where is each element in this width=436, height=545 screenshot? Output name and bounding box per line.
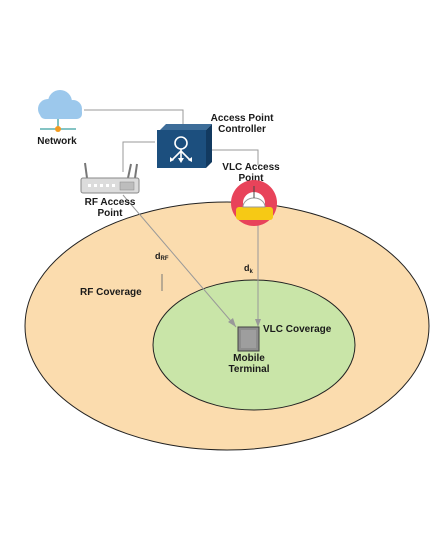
d-k-arrow bbox=[255, 213, 261, 327]
rf-coverage-label: RF Coverage bbox=[80, 287, 142, 298]
rf-ap-label-line1: RF Access bbox=[85, 197, 136, 208]
controller-label-line2: Controller bbox=[218, 124, 266, 135]
controller-to-rf-ap-link bbox=[122, 141, 155, 172]
vlc-coverage-label: VLC Coverage bbox=[263, 324, 332, 335]
d-rf-arrow bbox=[122, 194, 237, 328]
cloud-network-icon bbox=[38, 90, 82, 132]
terminal-label-line2: Terminal bbox=[229, 364, 270, 375]
d-k-label: dk bbox=[244, 263, 254, 275]
vlc-led-lamp-icon bbox=[231, 180, 277, 226]
controller-to-vlc-ap-link bbox=[210, 149, 259, 165]
vlc-ap-label-line2: Point bbox=[239, 173, 265, 184]
controller-label-line1: Access Point bbox=[211, 113, 274, 124]
wifi-router-icon bbox=[80, 162, 140, 194]
terminal-label-line1: Mobile bbox=[233, 353, 265, 364]
rf-ap-label-line2: Point bbox=[98, 208, 124, 219]
vlc-ap-label-line1: VLC Access bbox=[222, 162, 280, 173]
d-rf-label: dRF bbox=[155, 251, 169, 262]
mobile-terminal-icon bbox=[237, 326, 260, 352]
network-label: Network bbox=[37, 136, 77, 147]
network-to-controller-link bbox=[84, 109, 184, 125]
access-point-controller-icon bbox=[157, 124, 212, 168]
